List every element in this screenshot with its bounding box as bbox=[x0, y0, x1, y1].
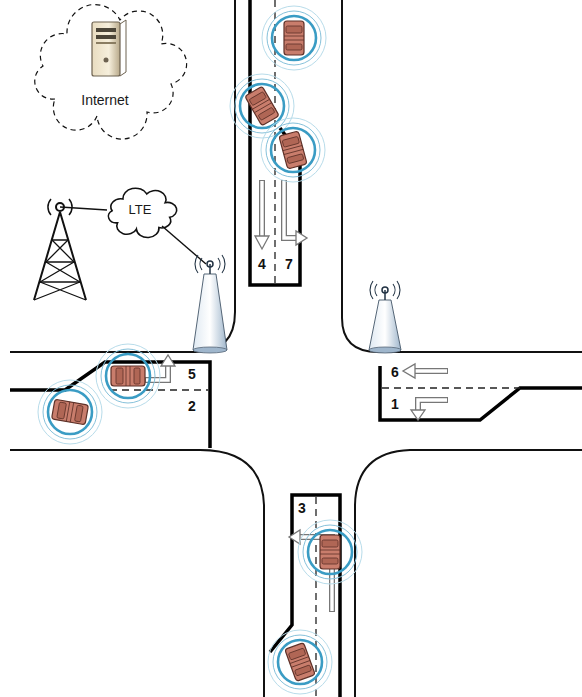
network-cloud: LTE bbox=[104, 188, 176, 232]
lane-number: 7 bbox=[285, 257, 293, 271]
lane-boundary bbox=[10, 0, 582, 697]
road-edge bbox=[10, 0, 582, 697]
radio-range bbox=[38, 6, 362, 694]
lane-number: 2 bbox=[188, 399, 196, 413]
backhaul-link bbox=[162, 226, 206, 264]
cell-tower bbox=[34, 199, 107, 300]
lane-number: 3 bbox=[298, 501, 306, 515]
lane-number: 6 bbox=[391, 365, 399, 379]
lane-number: 1 bbox=[391, 397, 399, 411]
lane-number: 4 bbox=[258, 257, 266, 271]
cloud-label: LTE bbox=[129, 203, 152, 218]
lane-arrow bbox=[145, 180, 448, 612]
road-side-unit bbox=[193, 255, 401, 353]
server-icon bbox=[92, 20, 126, 76]
network-cloud: Internet bbox=[25, 4, 185, 124]
lane-divider bbox=[110, 0, 520, 697]
cloud-label: Internet bbox=[81, 92, 128, 108]
lane-number: 5 bbox=[188, 367, 196, 381]
